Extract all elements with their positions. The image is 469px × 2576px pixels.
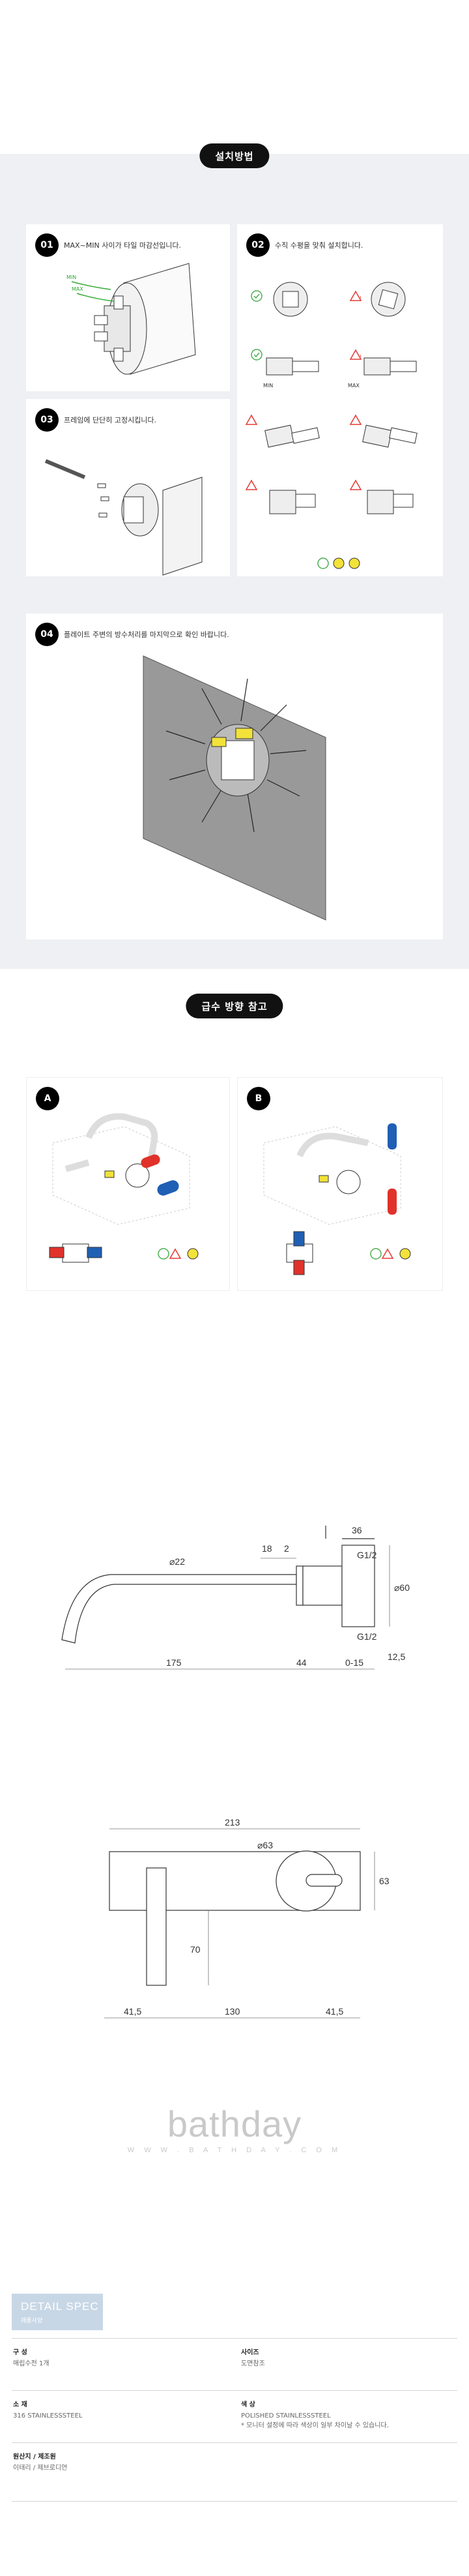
warning-icon: ! <box>349 290 362 301</box>
spec-divider <box>12 2501 457 2502</box>
step-number: 03 <box>35 408 59 432</box>
dim-44: 44 <box>296 1657 307 1668</box>
dim-36: 36 <box>352 1525 362 1535</box>
mixing-valve-illustration: MIN MAX <box>66 263 196 375</box>
spec-value: 도면참조 <box>241 2360 265 2367</box>
dim-175: 175 <box>166 1657 182 1668</box>
step-text: 플레이트 주변의 방수처리를 마지막으로 확인 바랍니다. <box>64 630 229 639</box>
spec-label: 사이즈 <box>241 2349 259 2356</box>
direction-card-a: A <box>26 1077 230 1291</box>
front-dimension-drawing: 213 ⌀63 63 70 41,5 130 41,5 <box>104 1817 390 2019</box>
dim-thread-bottom: G1/2 <box>357 1631 377 1642</box>
step-card-03: 03 프레임에 단단히 고정시킵니다. <box>26 399 230 576</box>
spec-title-box: DETAIL SPEC 제품사양 <box>12 2294 103 2330</box>
spec-label: 소 재 <box>13 2401 27 2408</box>
ok-icon <box>251 290 263 302</box>
dim-213: 213 <box>225 1817 240 1828</box>
dim-70: 70 <box>190 1944 201 1955</box>
step-card-04: 04 플레이트 주변의 방수처리를 마지막으로 확인 바랍니다. <box>26 614 443 940</box>
bubble-level-icon <box>348 557 360 569</box>
spec-value: 이태리 / 제브로디언 <box>13 2465 68 2472</box>
dim-2: 2 <box>284 1543 289 1554</box>
direction-heading: 급수 방향 참고 <box>186 994 283 1018</box>
dim-12-5: 12,5 <box>388 1651 405 1662</box>
spec-row: 원산지 / 제조원 이태리 / 제브로디언 <box>12 2442 457 2501</box>
ok-icon <box>317 557 329 569</box>
spec-label: 구 성 <box>13 2349 27 2356</box>
spec-label: 원산지 / 제조원 <box>13 2453 56 2461</box>
ok-icon <box>251 349 263 361</box>
spec-value: 매립수전 1개 <box>13 2360 50 2367</box>
warning-icon: ! <box>349 349 362 360</box>
spec-note: * 모니터 설정에 따라 색상이 일부 차이날 수 있습니다. <box>241 2422 389 2429</box>
dim-thread-top: G1/2 <box>357 1550 377 1560</box>
warning-icon <box>245 414 258 425</box>
spec-label: 색 상 <box>241 2401 255 2408</box>
dim-18: 18 <box>262 1543 272 1554</box>
spec-title: DETAIL SPEC <box>21 2300 99 2313</box>
install-heading: 설치방법 <box>199 143 270 168</box>
side-dimension-drawing: ⌀22 18 2 36 G1/2 ⌀60 G1/2 12,5 175 44 0-… <box>61 1525 410 1670</box>
card-letter: B <box>247 1087 270 1110</box>
step-number: 01 <box>35 233 59 257</box>
dim-41-5-right: 41,5 <box>326 2006 343 2017</box>
max-line-label: MAX <box>72 286 83 292</box>
step-text: 프레임에 단단히 고정시킵니다. <box>64 416 157 424</box>
warning-icon <box>349 479 362 490</box>
supply-direction-a-illustration <box>49 1113 199 1263</box>
spec-row: 소 재 316 STAINLESSSTEEL 색 상 POLISHED STAI… <box>12 2390 457 2442</box>
warning-icon <box>245 479 258 490</box>
step-card-01: 01 MAX~MIN 사이가 타일 마감선입니다. MIN MAX <box>26 224 230 391</box>
dim-diameter-22: ⌀22 <box>169 1556 185 1567</box>
min-line-label: MIN <box>66 274 76 280</box>
bubble-level-icon <box>333 557 345 569</box>
step-number: 02 <box>246 233 270 257</box>
step-text: 수직 수평을 맞춰 설치합니다. <box>275 241 363 250</box>
dim-diameter-60: ⌀60 <box>394 1582 410 1593</box>
spec-value: 316 STAINLESSSTEEL <box>13 2412 83 2420</box>
dim-diameter-63: ⌀63 <box>257 1840 273 1850</box>
level-check-illustrations: ! ! MIN MAX <box>245 282 418 569</box>
warning-icon <box>349 414 362 425</box>
spec-subtitle: 제품사양 <box>21 2318 43 2324</box>
card-letter: A <box>36 1087 59 1110</box>
dim-130: 130 <box>225 2006 240 2017</box>
dim-0-15: 0-15 <box>345 1657 363 1668</box>
brand-logo: bathday W W W . B A T H D A Y . C O M <box>0 2103 469 2154</box>
min-label: MIN <box>263 383 273 389</box>
waterproofing-illustration <box>143 655 326 921</box>
detail-spec-table: DETAIL SPEC 제품사양 구 성 매립수전 1개 사이즈 도면참조 소 … <box>12 2294 457 2554</box>
brand-url: W W W . B A T H D A Y . C O M <box>127 2146 342 2154</box>
direction-card-b: B <box>237 1077 443 1291</box>
frame-fix-illustration <box>44 459 203 576</box>
brand-logo-text: bathday <box>167 2103 302 2144</box>
dim-41-5-left: 41,5 <box>124 2006 141 2017</box>
spec-value: POLISHED STAINLESSSTEEL <box>241 2412 331 2420</box>
dim-63: 63 <box>379 1876 390 1886</box>
step-number: 04 <box>35 623 59 646</box>
step-text: MAX~MIN 사이가 타일 마감선입니다. <box>64 241 182 250</box>
max-label: MAX <box>348 383 360 389</box>
svg-text:!: ! <box>360 295 362 301</box>
supply-direction-b-illustration <box>263 1123 411 1275</box>
svg-text:!: ! <box>360 354 362 360</box>
step-card-02: 02 수직 수평을 맞춰 설치합니다. ! ! MIN MAX <box>237 224 443 576</box>
spec-row: 구 성 매립수전 1개 사이즈 도면참조 <box>12 2338 457 2390</box>
